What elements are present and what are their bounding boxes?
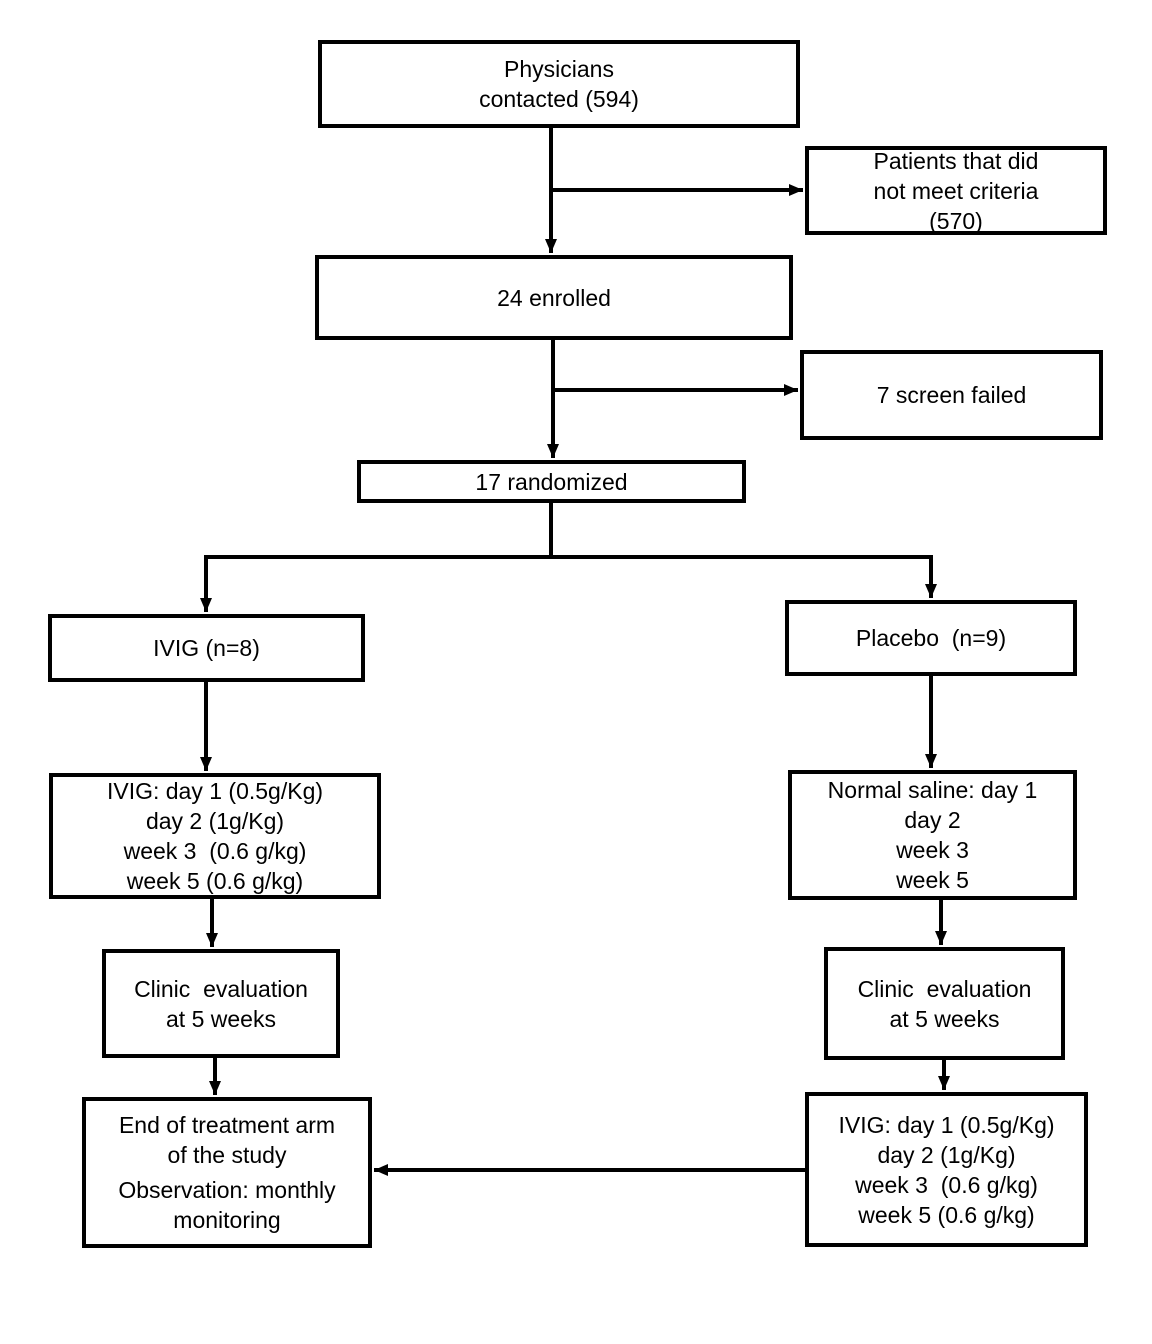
box-end-of-treatment-label-2: Observation: monthly monitoring <box>118 1177 336 1233</box>
box-ivig-dosing: IVIG: day 1 (0.5g/Kg) day 2 (1g/Kg) week… <box>49 773 381 899</box>
box-enrolled-label: 24 enrolled <box>497 284 611 311</box>
box-physicians-contacted: Physicians contacted (594) <box>318 40 800 128</box>
box-not-meet-criteria-label: Patients that did not meet criteria (570… <box>873 147 1039 234</box>
box-not-meet-criteria: Patients that did not meet criteria (570… <box>805 146 1107 235</box>
box-screen-failed-label: 7 screen failed <box>876 382 1027 408</box>
box-ivig-arm-label: IVIG (n=8) <box>153 635 260 661</box>
box-clinic-eval-right: Clinic evaluation at 5 weeks <box>824 947 1065 1060</box>
box-clinic-eval-left-label: Clinic evaluation at 5 weeks <box>134 975 308 1032</box>
box-ivig-arm: IVIG (n=8) <box>48 614 365 682</box>
box-randomized: 17 randomized <box>357 460 746 503</box>
box-placebo-arm: Placebo (n=9) <box>785 600 1077 676</box>
box-screen-failed: 7 screen failed <box>800 350 1103 440</box>
box-ivig-dosing-final: IVIG: day 1 (0.5g/Kg) day 2 (1g/Kg) week… <box>805 1092 1088 1247</box>
box-ivig-dosing-label: IVIG: day 1 (0.5g/Kg) day 2 (1g/Kg) week… <box>106 778 324 894</box>
box-ivig-dosing-final-label: IVIG: day 1 (0.5g/Kg) day 2 (1g/Kg) week… <box>838 1111 1055 1228</box>
box-saline-dosing-label: Normal saline: day 1 day 2 week 3 week 5 <box>827 777 1038 893</box>
box-saline-dosing: Normal saline: day 1 day 2 week 3 week 5 <box>788 770 1077 900</box>
box-clinic-eval-left: Clinic evaluation at 5 weeks <box>102 949 340 1058</box>
box-end-of-treatment-label-1: End of treatment arm of the study <box>118 1112 336 1168</box>
box-randomized-label: 17 randomized <box>475 468 628 495</box>
box-enrolled: 24 enrolled <box>315 255 793 340</box>
box-physicians-contacted-label: Physicians contacted (594) <box>479 56 639 112</box>
box-clinic-eval-right-label: Clinic evaluation at 5 weeks <box>857 975 1032 1032</box>
box-placebo-arm-label: Placebo (n=9) <box>855 625 1007 651</box>
box-end-of-treatment: End of treatment arm of the study Observ… <box>82 1097 372 1248</box>
